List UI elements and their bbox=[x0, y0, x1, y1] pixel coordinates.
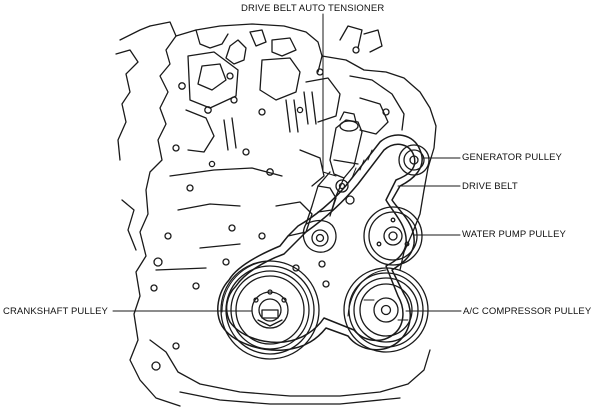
crankshaft-pulley bbox=[220, 260, 320, 360]
generator-pulley-label: GENERATOR PULLEY bbox=[462, 152, 562, 163]
engine-block bbox=[115, 21, 437, 407]
water-pump-pulley bbox=[363, 206, 423, 266]
drive-belt-label: DRIVE BELT bbox=[462, 181, 518, 192]
auto-tensioner bbox=[302, 111, 363, 253]
drive-belt bbox=[217, 134, 423, 351]
water-pump-pulley-label: WATER PUMP PULLEY bbox=[462, 229, 566, 240]
crankshaft-pulley-label: CRANKSHAFT PULLEY bbox=[3, 306, 108, 317]
leader-lines bbox=[112, 13, 462, 312]
drive-belt-auto-tensioner-label: DRIVE BELT AUTO TENSIONER bbox=[241, 3, 385, 14]
generator-pulley bbox=[398, 144, 430, 176]
ac-compressor-pulley bbox=[343, 267, 429, 353]
ac-compressor-pulley-label: A/C COMPRESSOR PULLEY bbox=[463, 306, 592, 317]
leader-tensioner bbox=[322, 13, 337, 177]
